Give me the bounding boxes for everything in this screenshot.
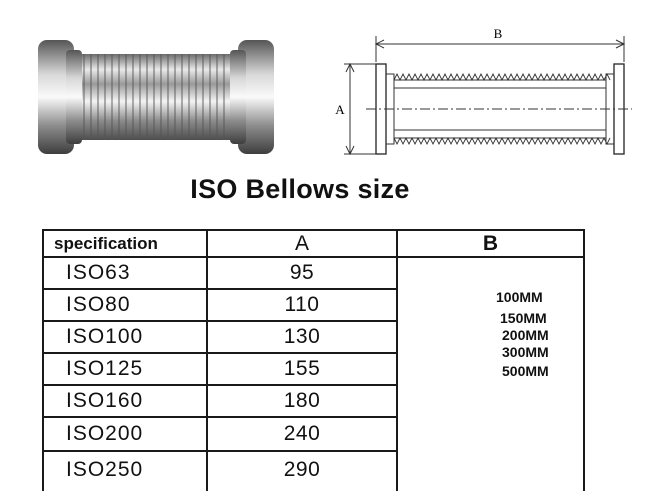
b-length-item: 150MM	[500, 310, 547, 326]
a-value-cell: 130	[283, 325, 321, 348]
spec-cell: ISO100	[66, 325, 144, 348]
dim-b-label: B	[494, 26, 503, 41]
table-border-left	[42, 229, 44, 491]
b-length-item: 500MM	[502, 363, 549, 379]
col-divider	[396, 229, 398, 491]
a-value-cell: 110	[284, 293, 320, 316]
spec-cell: ISO250	[66, 458, 144, 481]
spec-cell: ISO125	[66, 357, 144, 380]
page-title: ISO Bellows size	[190, 174, 410, 204]
row-divider	[42, 416, 398, 418]
bellows-photo	[38, 40, 274, 154]
row-divider	[42, 384, 398, 386]
header-specification: specification	[54, 233, 158, 253]
a-value-cell: 155	[283, 357, 321, 380]
header-b: B	[482, 231, 499, 255]
spec-cell: ISO63	[66, 261, 131, 284]
table-header-divider	[42, 256, 585, 258]
b-length-item: 100MM	[496, 289, 543, 305]
row-divider	[42, 320, 398, 322]
row-divider	[42, 352, 398, 354]
a-value-cell: 240	[283, 422, 321, 445]
row-divider	[42, 288, 398, 290]
spec-cell: ISO160	[66, 389, 144, 412]
row-divider	[42, 450, 398, 452]
spec-table: specification A B ISO63 95 ISO80 110 ISO…	[42, 229, 585, 491]
spec-cell: ISO200	[66, 422, 144, 445]
b-length-list: 100MM 150MM 200MM 300MM 500MM	[492, 287, 549, 382]
b-length-item: 200MM	[502, 327, 549, 343]
spec-cell: ISO80	[66, 293, 131, 316]
a-value-cell: 290	[283, 458, 321, 481]
bellows-technical-drawing: B A	[335, 26, 632, 156]
dim-a-label: A	[335, 102, 345, 117]
table-border-top	[42, 229, 585, 231]
b-length-item: 300MM	[502, 344, 549, 360]
header-a: A	[294, 231, 309, 255]
a-value-cell: 180	[283, 389, 321, 412]
a-value-cell: 95	[289, 261, 315, 284]
col-divider	[206, 229, 208, 491]
table-border-right	[583, 229, 585, 491]
